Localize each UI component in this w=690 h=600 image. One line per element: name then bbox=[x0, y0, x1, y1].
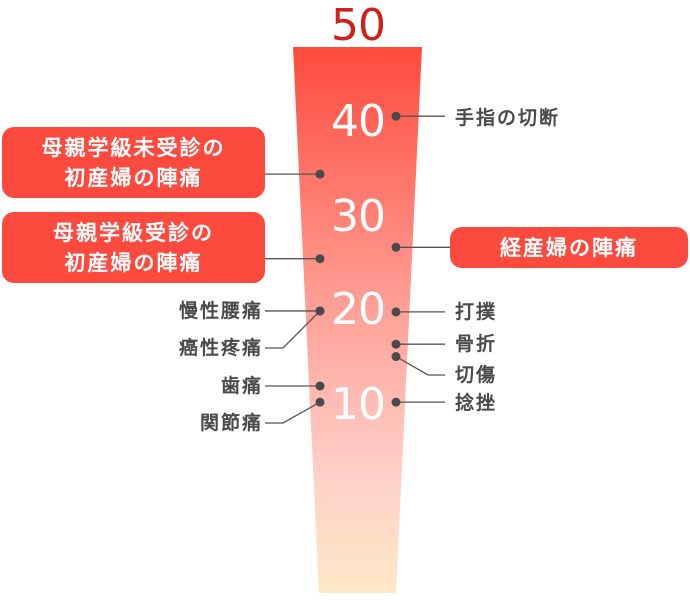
score-dot bbox=[315, 169, 325, 179]
label-toothache: 歯痛 bbox=[220, 375, 263, 397]
label-cancer-pain: 癌性疼痛 bbox=[178, 337, 263, 359]
label-laceration: 切傷 bbox=[455, 364, 498, 386]
score-dot bbox=[391, 397, 401, 407]
label-line: 母親学級受診の bbox=[53, 220, 214, 245]
label-arthritis-pain: 関節痛 bbox=[199, 412, 263, 434]
label-unprepared-primipara-labor: 母親学級未受診の 初産婦の陣痛 bbox=[2, 127, 265, 198]
score-dot bbox=[315, 306, 325, 316]
pain-scale-bar bbox=[293, 47, 422, 593]
label-fracture: 骨折 bbox=[455, 333, 498, 355]
leader-line bbox=[395, 355, 445, 376]
scale-tick-50: 50 bbox=[331, 0, 386, 51]
label-chronic-back-pain: 慢性腰痛 bbox=[178, 300, 263, 322]
score-dot bbox=[391, 352, 401, 362]
label-multipara-labor: 経産婦の陣痛 bbox=[450, 227, 688, 268]
scale-tick-40: 40 bbox=[331, 96, 386, 147]
score-dot bbox=[391, 307, 401, 317]
label-sprain: 捻挫 bbox=[455, 392, 498, 414]
label-bruise: 打撲 bbox=[455, 301, 498, 323]
score-dot bbox=[315, 397, 325, 407]
scale-tick-20: 20 bbox=[331, 284, 386, 335]
score-dot bbox=[315, 381, 325, 391]
scale-tick-30: 30 bbox=[331, 191, 386, 242]
scale-tick-10: 10 bbox=[331, 379, 386, 430]
score-dot bbox=[315, 254, 325, 264]
label-prepared-primipara-labor: 母親学級受診の 初産婦の陣痛 bbox=[2, 212, 265, 283]
label-line: 初産婦の陣痛 bbox=[64, 165, 203, 190]
label-line: 母親学級未受診の bbox=[41, 135, 226, 160]
leader-line bbox=[265, 310, 321, 349]
score-dot bbox=[391, 339, 401, 349]
score-dot bbox=[391, 242, 401, 252]
label-line: 初産婦の陣痛 bbox=[64, 250, 203, 275]
score-dot bbox=[391, 111, 401, 121]
label-finger-amputation: 手指の切断 bbox=[455, 107, 561, 129]
leader-line bbox=[265, 401, 321, 424]
